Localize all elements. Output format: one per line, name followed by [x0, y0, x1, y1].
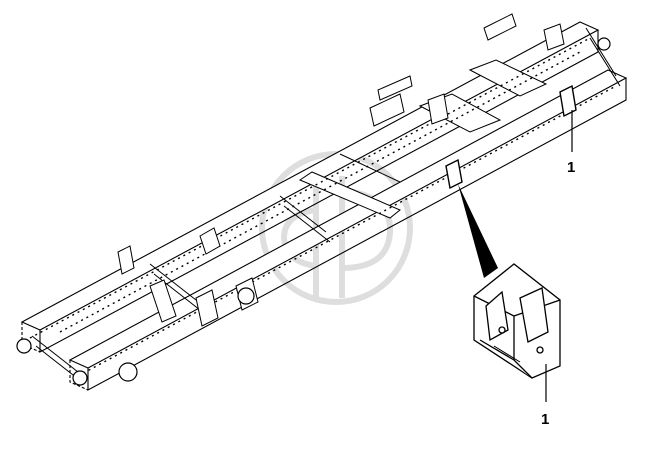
callout-leaders [545, 110, 573, 402]
detail-pointer [458, 184, 498, 278]
chassis-frame [16, 13, 628, 391]
callout-label-lower: 1 [541, 411, 549, 428]
bracket-location-marker [445, 84, 577, 190]
callout-label-upper: 1 [567, 159, 575, 176]
rail-hole-pattern [29, 37, 617, 377]
front-end-fittings [16, 37, 611, 386]
bracket-detail-view [473, 263, 561, 379]
